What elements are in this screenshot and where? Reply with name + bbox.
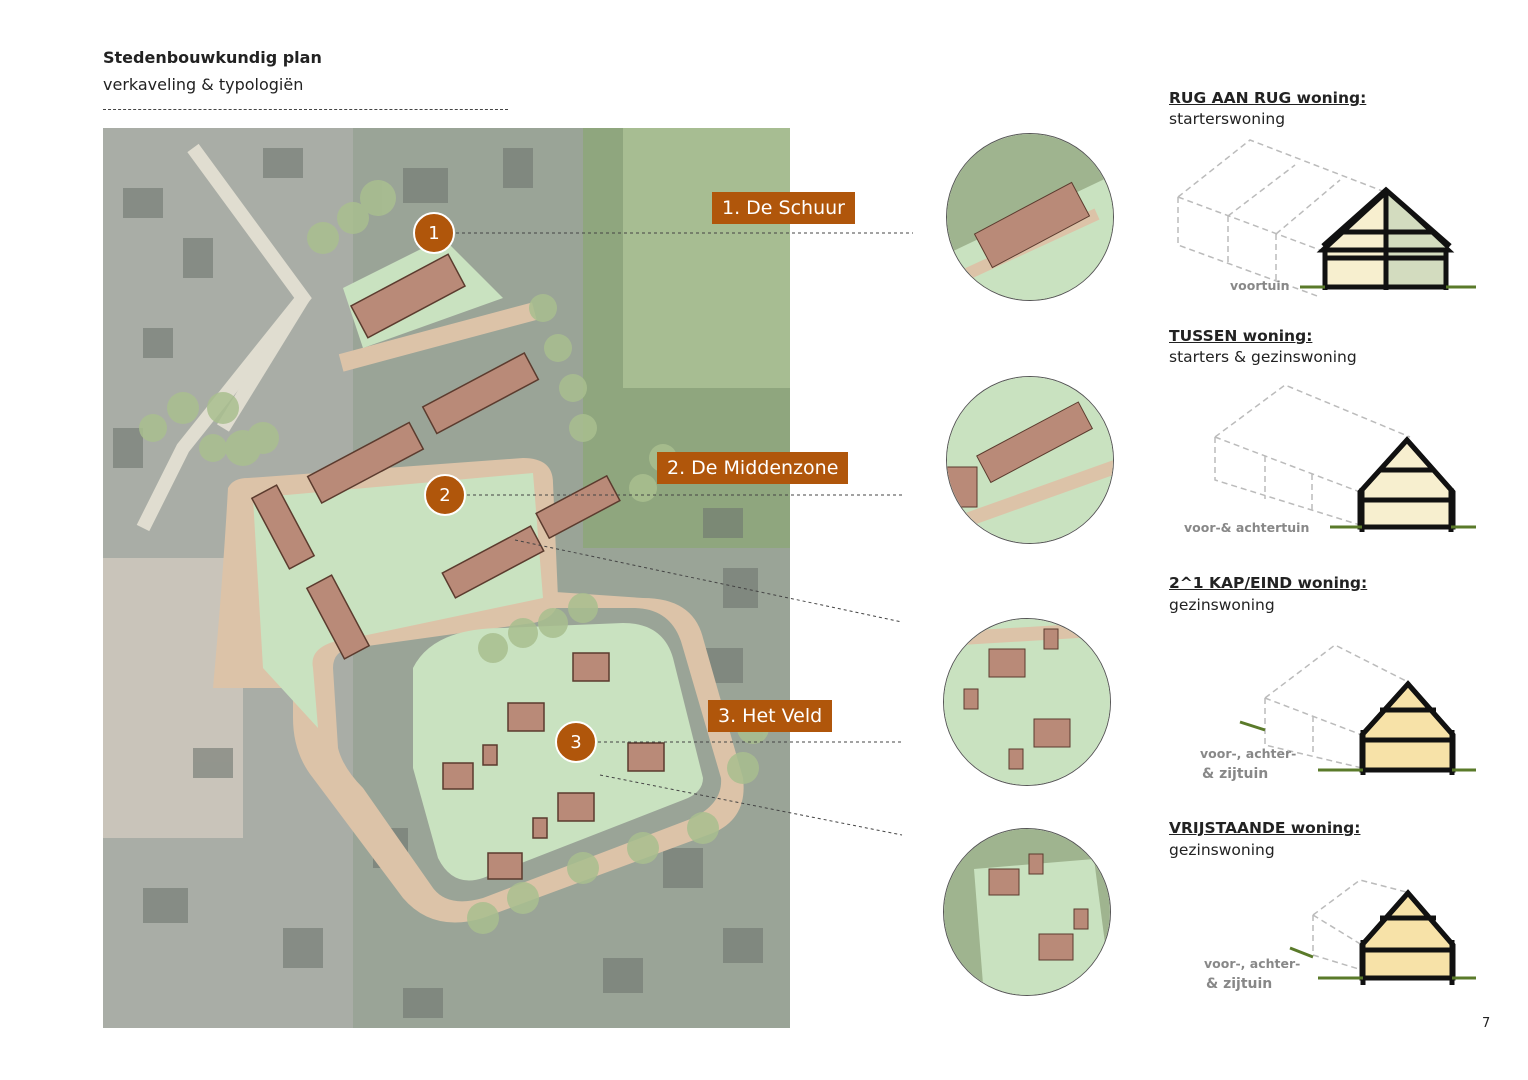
garden-label: voor-, achter- <box>1200 746 1297 761</box>
typology-subheading: gezinswoning <box>1169 841 1275 859</box>
buildings <box>250 253 665 880</box>
typology-heading-rug-aan-rug: RUG AAN RUG woning: <box>1169 89 1367 107</box>
page-number: 7 <box>1482 1016 1491 1031</box>
garden-label: voor-, achter- <box>1204 956 1301 971</box>
title-divider <box>103 109 508 110</box>
detail-view-vrijstaand <box>943 828 1111 996</box>
section-vrijstaand <box>1359 889 1456 985</box>
detail-view-tussen <box>946 376 1114 544</box>
section-tussen <box>1357 436 1456 532</box>
typology-subheading: starterswoning <box>1169 110 1286 128</box>
section-rug-aan-rug <box>1316 186 1455 290</box>
garden-label: voor-& achtertuin <box>1184 520 1310 535</box>
page-subtitle: verkaveling & typologiën <box>103 75 304 94</box>
zone-label-het-veld: 3. Het Veld <box>708 700 833 732</box>
detail-view-rug-aan-rug <box>946 133 1114 301</box>
site-plan-map <box>103 128 790 1028</box>
zone-marker-2[interactable]: 2 <box>424 474 466 516</box>
zone-marker-3[interactable]: 3 <box>555 721 597 763</box>
page-title: Stedenbouwkundig plan <box>103 48 322 67</box>
typology-heading-tussen: TUSSEN woning: <box>1169 327 1313 345</box>
zone-label-de-middenzone: 2. De Middenzone <box>657 452 849 484</box>
typology-subheading: starters & gezinswoning <box>1169 348 1357 366</box>
typology-subheading: gezinswoning <box>1169 596 1275 614</box>
garden-label: & zijtuin <box>1206 976 1273 992</box>
typology-heading-twee-onder-een-kap: 2^1 KAP/EIND woning: <box>1169 574 1368 592</box>
typology-heading-vrijstaand: VRIJSTAANDE woning: <box>1169 819 1361 837</box>
garden-label: voortuin <box>1230 278 1290 293</box>
detail-view-twee-onder-een-kap <box>943 618 1111 786</box>
zone-marker-1[interactable]: 1 <box>413 212 455 254</box>
garden-label: & zijtuin <box>1202 766 1269 782</box>
zone-label-de-schuur: 1. De Schuur <box>712 192 855 224</box>
section-twee-onder-een-kap <box>1359 680 1456 775</box>
